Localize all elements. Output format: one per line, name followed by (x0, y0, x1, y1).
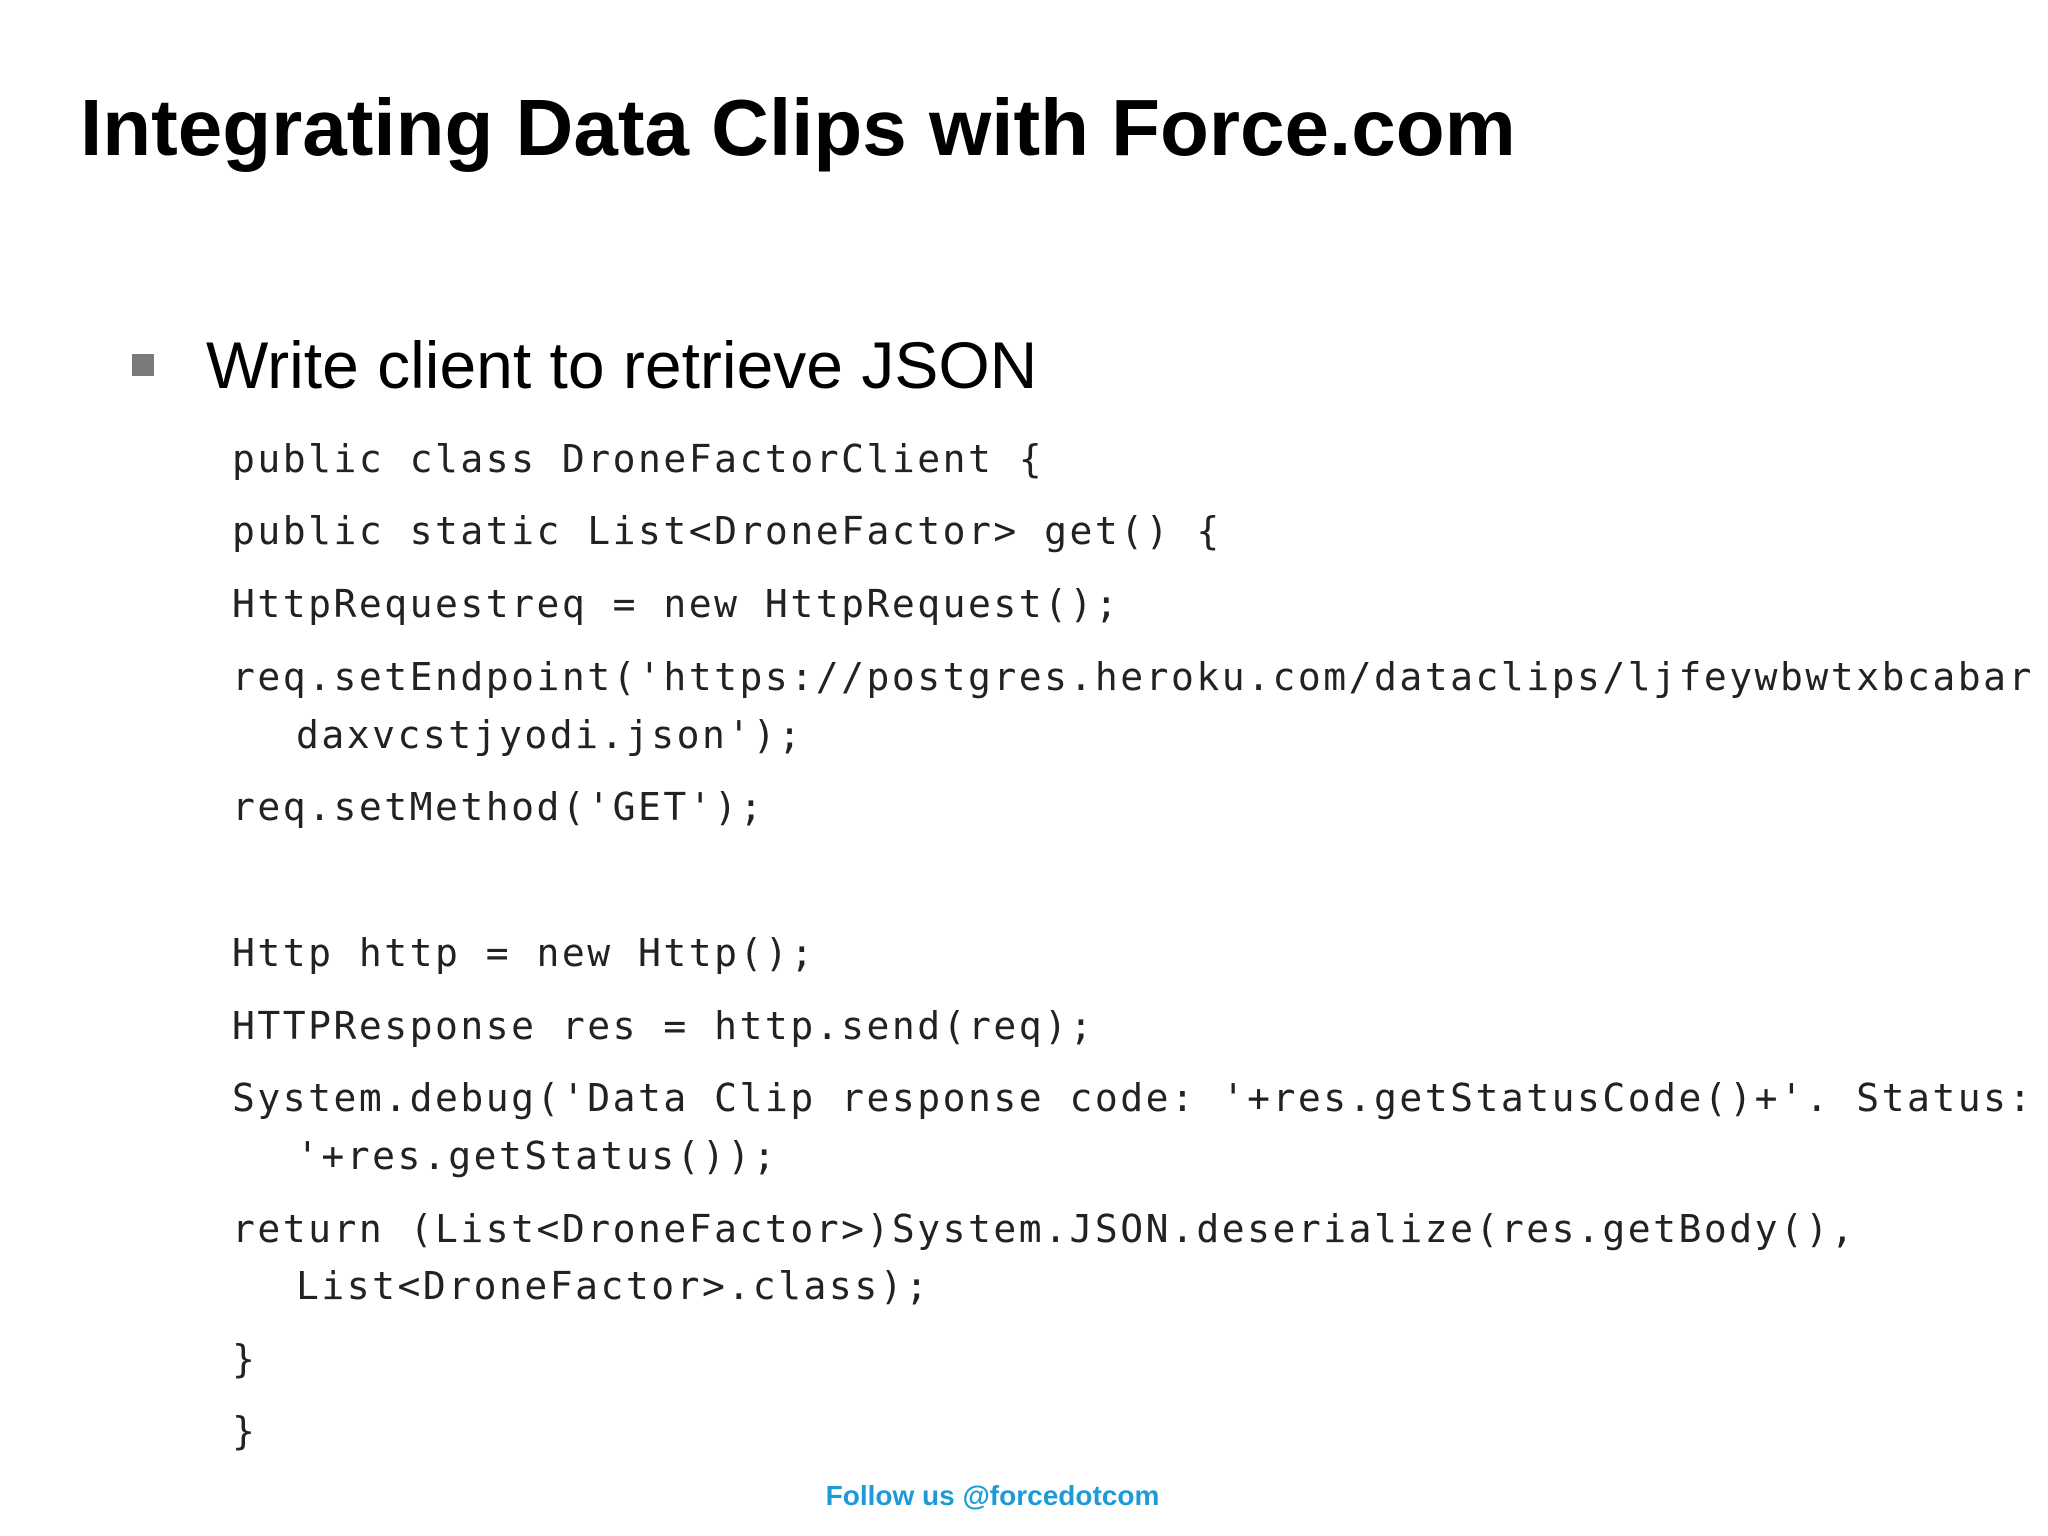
code-line: req.setEndpoint('https://postgres.heroku… (232, 655, 2034, 699)
square-bullet-icon (132, 354, 154, 376)
code-line: public class DroneFactorClient { (232, 437, 1045, 481)
code-line: } (232, 1337, 258, 1381)
slide-title: Integrating Data Clips with Force.com (80, 83, 1516, 172)
code-line: req.setMethod('GET'); (232, 785, 765, 829)
code-line: } (232, 1409, 258, 1453)
code-line: Http http = new Http(); (232, 931, 816, 975)
code-line: HttpRequestreq = new HttpRequest(); (232, 582, 1121, 626)
code-line: public static List<DroneFactor> get() { (232, 509, 1222, 553)
bullet-text: Write client to retrieve JSON (206, 328, 1038, 402)
footer-follow-us: Follow us @forcedotcom (825, 1480, 1160, 1511)
code-line: return (List<DroneFactor>)System.JSON.de… (232, 1207, 1857, 1251)
code-line-continuation: List<DroneFactor>.class); (296, 1264, 931, 1308)
code-line-continuation: daxvcstjyodi.json'); (296, 713, 804, 757)
code-line-continuation: '+res.getStatus()); (296, 1134, 779, 1178)
bullet-item: Write client to retrieve JSON (132, 320, 1037, 410)
code-block: public class DroneFactorClient { public … (232, 0, 2032, 1536)
code-line: System.debug('Data Clip response code: '… (232, 1076, 2034, 1120)
code-line: HTTPResponse res = http.send(req); (232, 1004, 1095, 1048)
